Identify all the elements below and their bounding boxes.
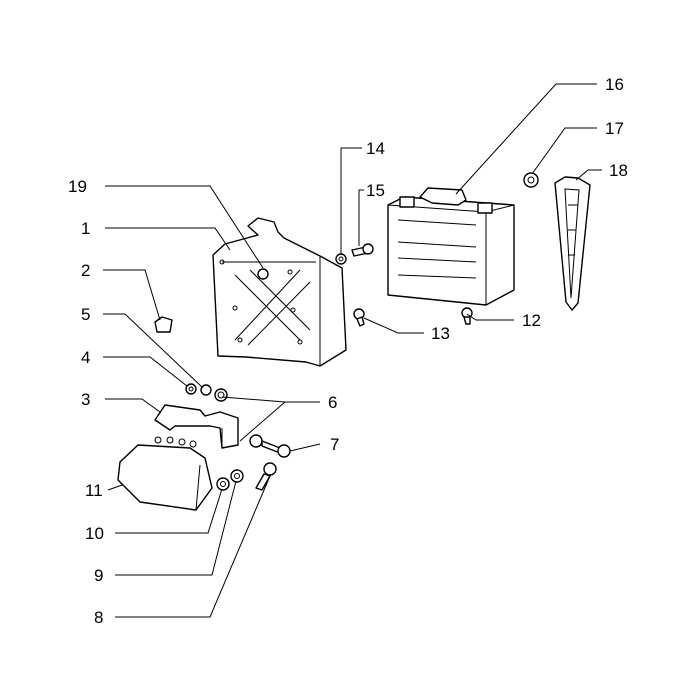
callout-6: 6 xyxy=(328,393,337,412)
callout-9: 9 xyxy=(94,566,103,585)
callout-5: 5 xyxy=(81,305,90,324)
bolt-13 xyxy=(353,308,365,327)
battery-holder-plate xyxy=(212,217,347,367)
callout-18: 18 xyxy=(609,161,628,180)
bolt-15 xyxy=(351,243,374,257)
callout-16: 16 xyxy=(605,75,624,94)
callout-2: 2 xyxy=(81,261,90,280)
callout-11: 11 xyxy=(85,481,103,500)
callout-labels: 1 2 3 4 5 6 7 8 9 10 11 12 13 14 15 16 1… xyxy=(68,75,628,627)
callout-1: 1 xyxy=(81,219,90,238)
cover xyxy=(117,436,213,511)
callout-7: 7 xyxy=(330,435,339,454)
battery-strap xyxy=(554,176,591,311)
washer-5 xyxy=(200,384,212,396)
bracket xyxy=(154,404,239,449)
bolt-7 xyxy=(249,434,291,458)
callout-19: 19 xyxy=(68,177,87,196)
nut-17 xyxy=(523,172,539,188)
callout-14: 14 xyxy=(366,139,385,158)
washer-6 xyxy=(214,388,228,402)
nut-4 xyxy=(185,383,197,395)
screw-8 xyxy=(255,462,277,491)
callout-3: 3 xyxy=(81,390,90,409)
leader-lines xyxy=(103,83,602,618)
battery xyxy=(387,187,515,306)
callout-15: 15 xyxy=(366,181,385,200)
rubber-pad xyxy=(154,316,173,333)
callout-10: 10 xyxy=(85,524,104,543)
washer-10 xyxy=(216,477,230,491)
callout-13: 13 xyxy=(431,324,450,343)
washer-14 xyxy=(335,253,347,265)
callout-17: 17 xyxy=(605,119,624,138)
callout-8: 8 xyxy=(94,608,103,627)
washer-9 xyxy=(230,469,244,483)
callout-4: 4 xyxy=(81,348,90,367)
callout-12: 12 xyxy=(522,311,541,330)
nut-19 xyxy=(257,268,269,280)
